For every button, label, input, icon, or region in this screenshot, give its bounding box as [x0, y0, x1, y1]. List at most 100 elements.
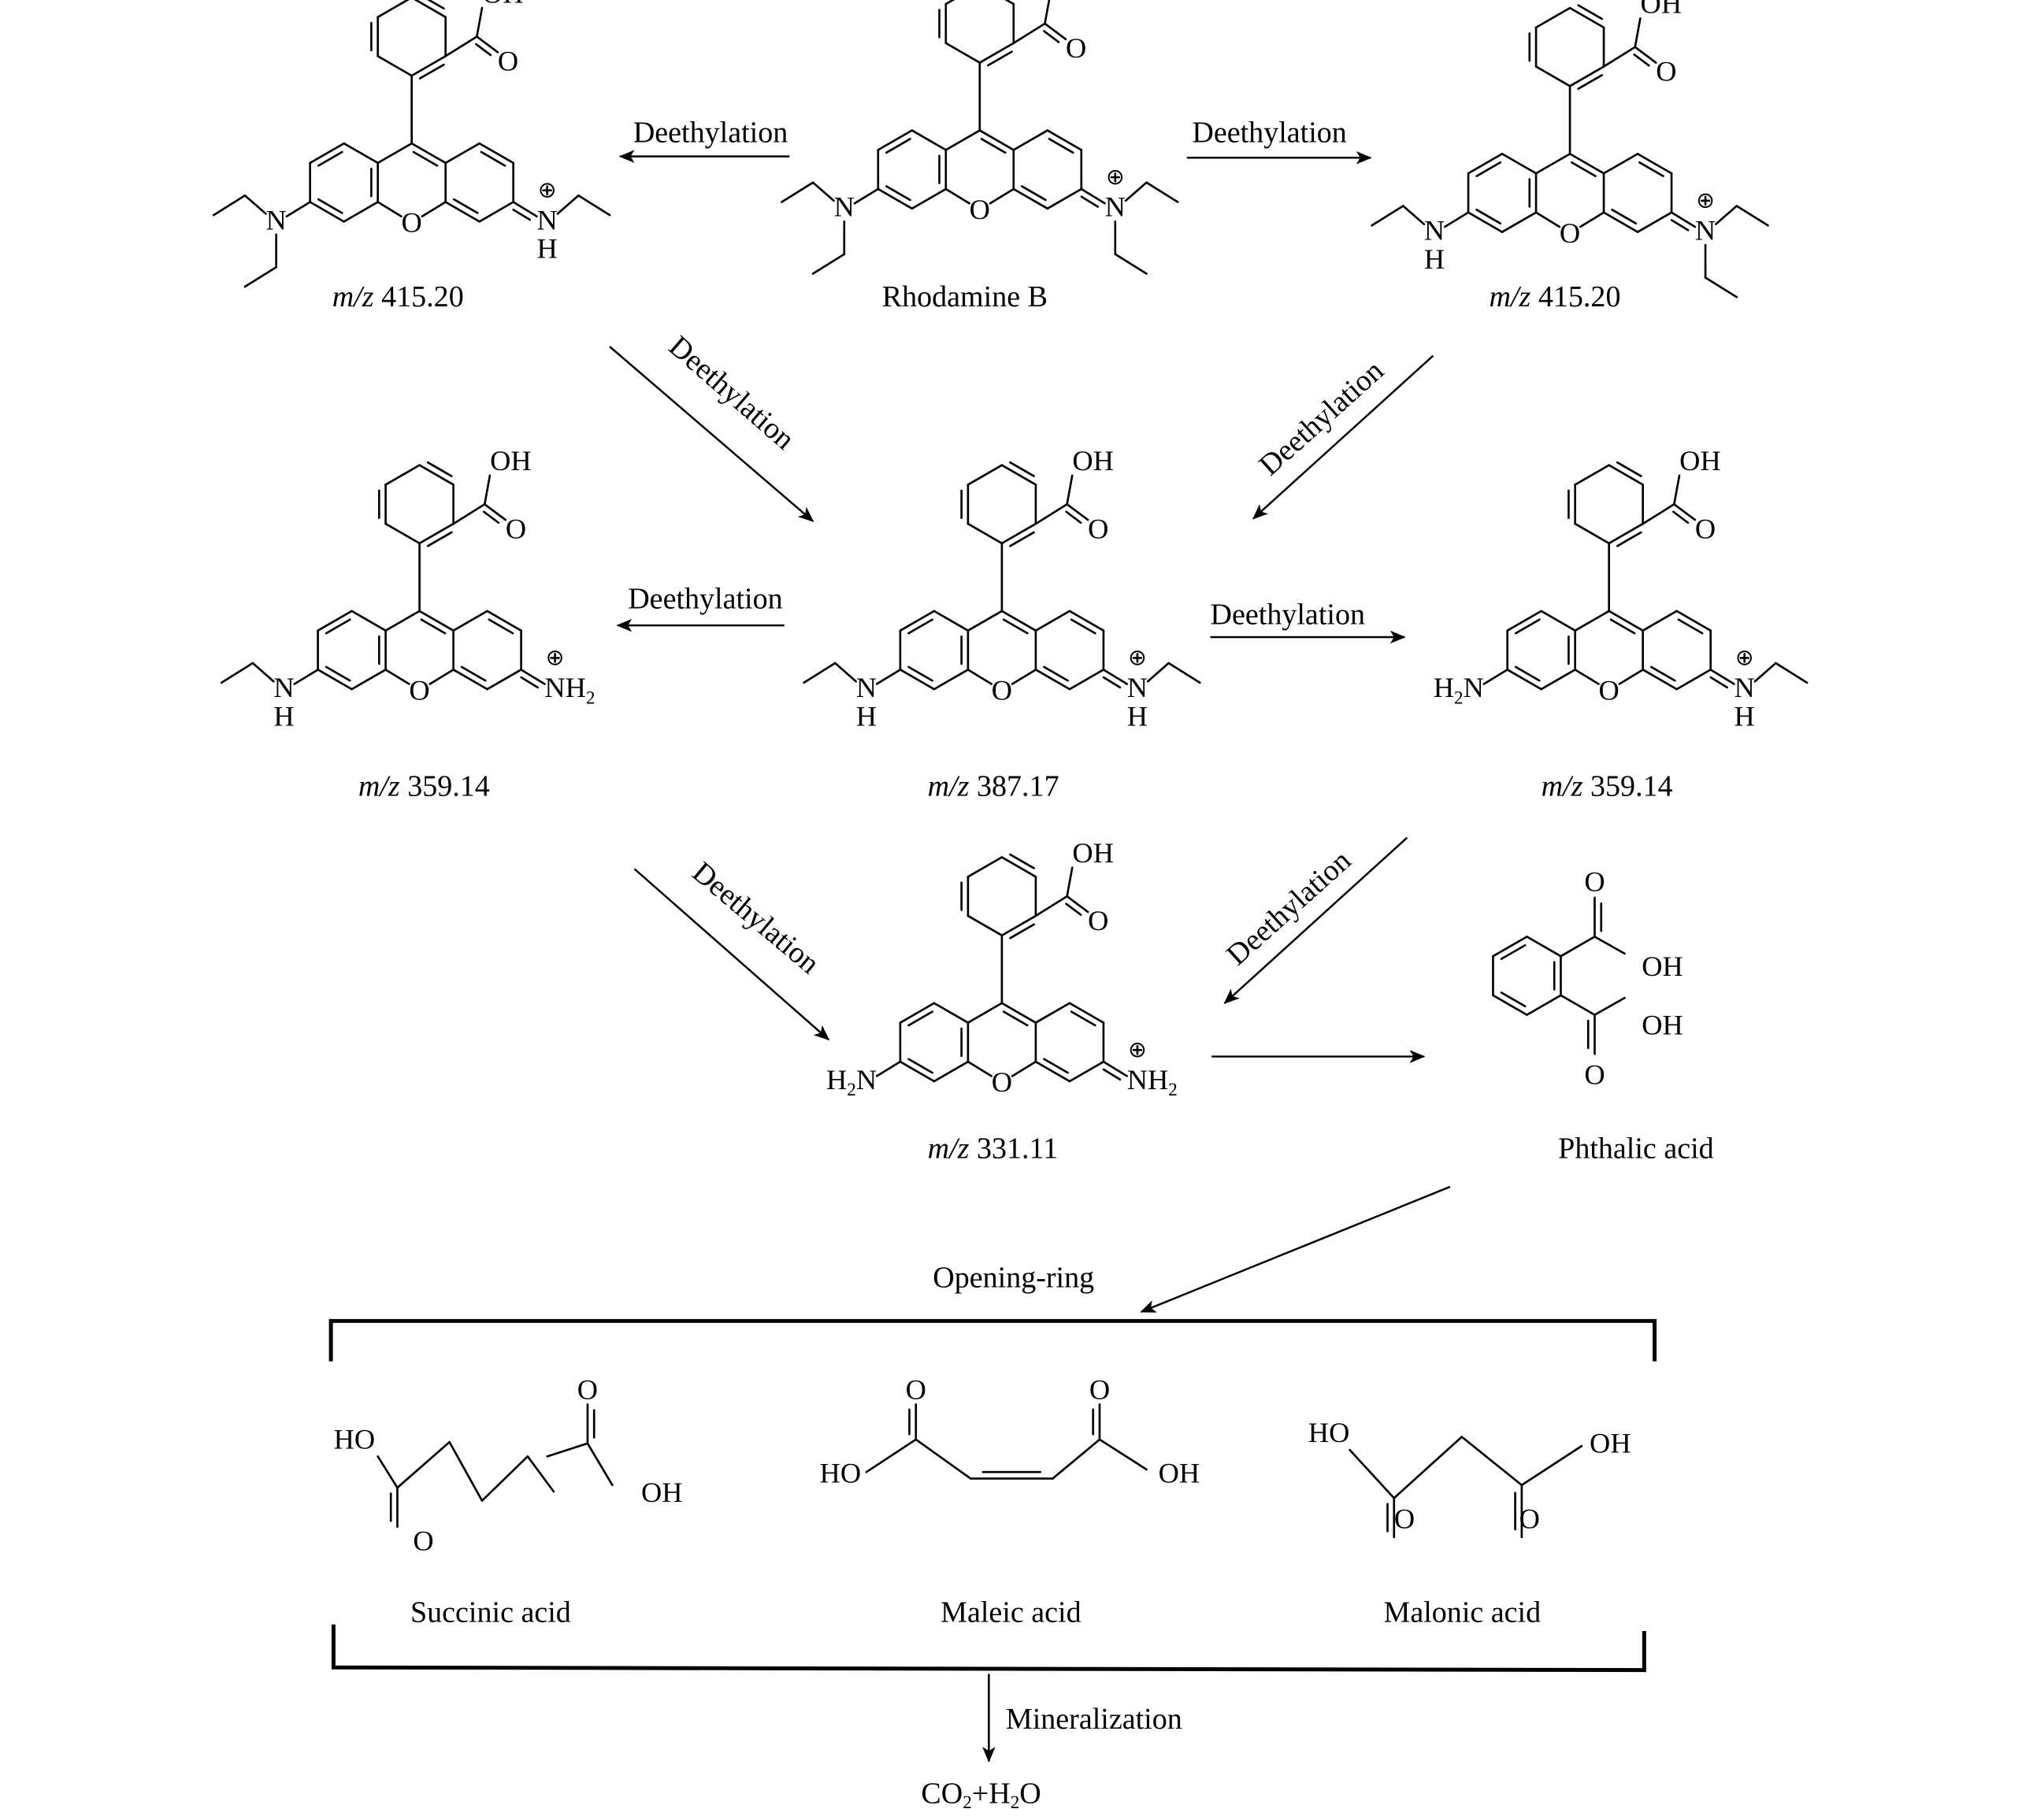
- label-phthalic-acid: Phthalic acid: [1558, 1132, 1713, 1166]
- bond: [1673, 474, 1681, 506]
- bond: [1044, 22, 1067, 41]
- bond: [933, 610, 970, 632]
- bond: [1102, 1068, 1122, 1081]
- bond: [414, 0, 447, 18]
- bond: [452, 668, 488, 691]
- step-label-mineralization: Mineralization: [1006, 1703, 1182, 1736]
- bond: [1609, 618, 1636, 635]
- bond: [1501, 211, 1538, 233]
- bond: [1506, 668, 1542, 691]
- bond: [475, 43, 492, 57]
- atom-label: OH: [1072, 837, 1114, 869]
- bond: [833, 662, 857, 683]
- bond: [243, 194, 267, 215]
- atom-label: O: [1088, 513, 1108, 544]
- atom-label: OH: [1159, 1457, 1200, 1488]
- bond: [1145, 181, 1179, 203]
- arrow-p415b-to-p387: [1252, 354, 1434, 520]
- bond: [1066, 474, 1074, 506]
- label-p415a: m/z 415.20: [332, 280, 464, 313]
- atom-label: OH: [1642, 951, 1683, 982]
- bond: [377, 0, 410, 18]
- bond: [966, 1002, 1004, 1024]
- bond: [317, 150, 343, 167]
- bond: [460, 665, 487, 682]
- bond: [212, 194, 247, 217]
- bond: [1349, 1448, 1396, 1499]
- bond: [444, 35, 478, 57]
- label-p359a: m/z 359.14: [358, 770, 490, 803]
- bond: [1672, 510, 1690, 525]
- bond: [1443, 211, 1470, 228]
- bond: [1642, 610, 1679, 632]
- atom-label: N: [1105, 191, 1126, 223]
- atom-label: O: [413, 1525, 433, 1556]
- atom-label: N: [1127, 672, 1148, 703]
- svg-text:CO2+H2O: CO2+H2O: [921, 1777, 1041, 1813]
- atom-label: OH: [482, 0, 524, 9]
- bond: [410, 142, 447, 165]
- bond: [1634, 17, 1642, 49]
- bond: [396, 1440, 451, 1489]
- bond: [1775, 662, 1809, 684]
- bond: [1560, 994, 1596, 1016]
- bond: [811, 253, 846, 275]
- bond: [384, 464, 421, 486]
- bond: [1000, 856, 1037, 878]
- bond: [1011, 1060, 1037, 1077]
- positive-charge-icon: [547, 651, 562, 665]
- bond: [317, 198, 343, 214]
- bond: [1065, 510, 1082, 525]
- bond: [1677, 618, 1704, 635]
- arrow-p359a-to-p331: [633, 868, 830, 1041]
- bond: [781, 181, 814, 203]
- bond: [1574, 464, 1611, 486]
- atom-label: OH: [1679, 445, 1721, 476]
- bond: [944, 129, 981, 151]
- bond: [1393, 1436, 1464, 1499]
- bond: [1044, 0, 1051, 25]
- bond: [1068, 610, 1105, 632]
- bond: [1602, 46, 1637, 68]
- bond: [1735, 205, 1769, 227]
- step-label-deethylation: Deethylation: [1253, 354, 1390, 483]
- bond: [907, 1010, 933, 1027]
- bond: [1070, 1010, 1096, 1027]
- bond: [989, 187, 1015, 205]
- top-bracket: [328, 1318, 1657, 1362]
- bond: [421, 201, 447, 218]
- bond: [377, 54, 413, 77]
- bond: [1526, 936, 1562, 958]
- atom-label: O: [1584, 1058, 1605, 1090]
- positive-charge-icon: [1697, 193, 1713, 209]
- positive-charge-icon: [1130, 1043, 1145, 1058]
- bond: [1574, 522, 1611, 545]
- bond: [1043, 30, 1060, 43]
- bond: [1616, 531, 1642, 547]
- bond: [1709, 668, 1735, 685]
- bond: [480, 150, 506, 167]
- atom-label: H: [537, 233, 558, 265]
- bond: [1534, 211, 1561, 228]
- atom-label: O: [1394, 1503, 1415, 1534]
- bond: [885, 138, 911, 154]
- bond: [410, 54, 447, 77]
- bond: [1066, 866, 1074, 898]
- bond: [899, 610, 936, 632]
- atom-label: H2N: [1434, 672, 1484, 708]
- bond: [520, 668, 546, 685]
- bond: [1467, 153, 1504, 175]
- bond: [1501, 153, 1538, 175]
- bond: [1633, 53, 1650, 67]
- bond: [452, 198, 479, 214]
- bond: [1475, 209, 1502, 225]
- bond: [486, 610, 522, 632]
- bond: [384, 668, 410, 685]
- bond: [1540, 668, 1577, 691]
- bond: [1460, 1436, 1523, 1487]
- bond: [1475, 161, 1502, 177]
- bond: [944, 0, 955, 6]
- bond: [1649, 665, 1676, 682]
